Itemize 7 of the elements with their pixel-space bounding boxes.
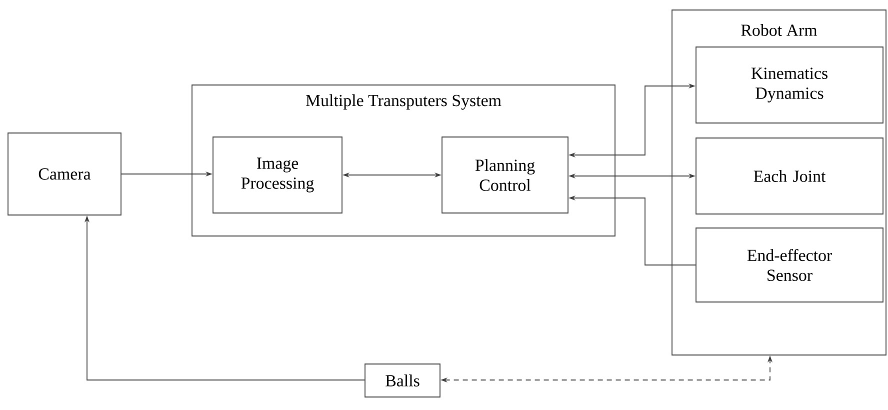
process-box: Each Joint xyxy=(696,138,884,214)
process-box: Camera xyxy=(8,132,122,216)
process-box: Kinematics Dynamics xyxy=(696,46,884,124)
process-box: Planning Control xyxy=(442,136,568,214)
process-box: Balls xyxy=(364,364,440,398)
process-box: End-effector Sensor xyxy=(696,228,884,302)
process-box: Image Processing xyxy=(212,136,342,214)
